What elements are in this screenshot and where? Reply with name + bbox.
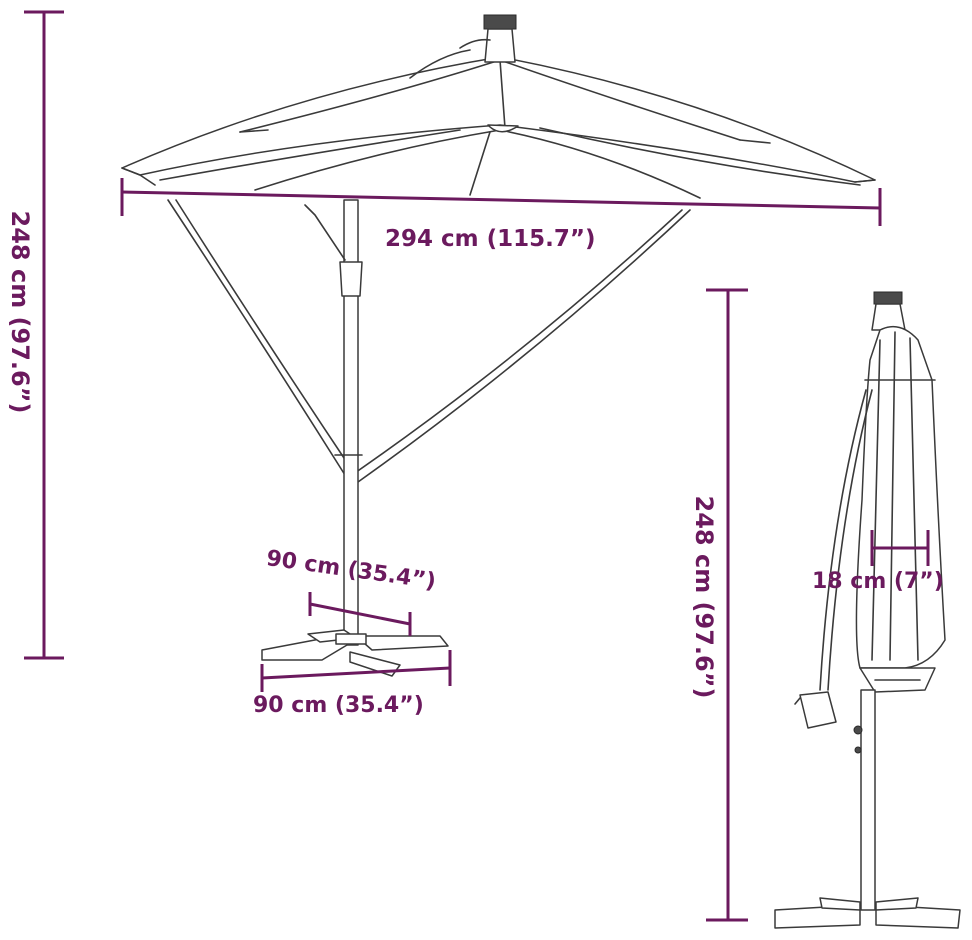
solar-panel-icon-folded bbox=[871, 291, 906, 331]
folded-diameter-label: 18 cm (7”) bbox=[812, 569, 944, 594]
folded-umbrella-pole bbox=[860, 689, 876, 911]
open-umbrella-pole bbox=[343, 199, 359, 646]
solar-panel-icon bbox=[409, 14, 517, 79]
open-umbrella bbox=[121, 14, 876, 677]
canopy-width-label: 294 cm (115.7”) bbox=[385, 226, 596, 252]
total-height-label-right: 248 cm (97.6”) bbox=[690, 495, 718, 699]
open-canopy bbox=[121, 56, 876, 183]
total-height-label-left: 248 cm (97.6”) bbox=[6, 210, 34, 414]
folded-umbrella bbox=[774, 291, 961, 929]
folded-canopy bbox=[855, 325, 946, 669]
base-width-label: 90 cm (35.4”) bbox=[253, 693, 424, 718]
dimension-lines bbox=[24, 10, 930, 922]
folded-umbrella-base bbox=[774, 897, 961, 929]
